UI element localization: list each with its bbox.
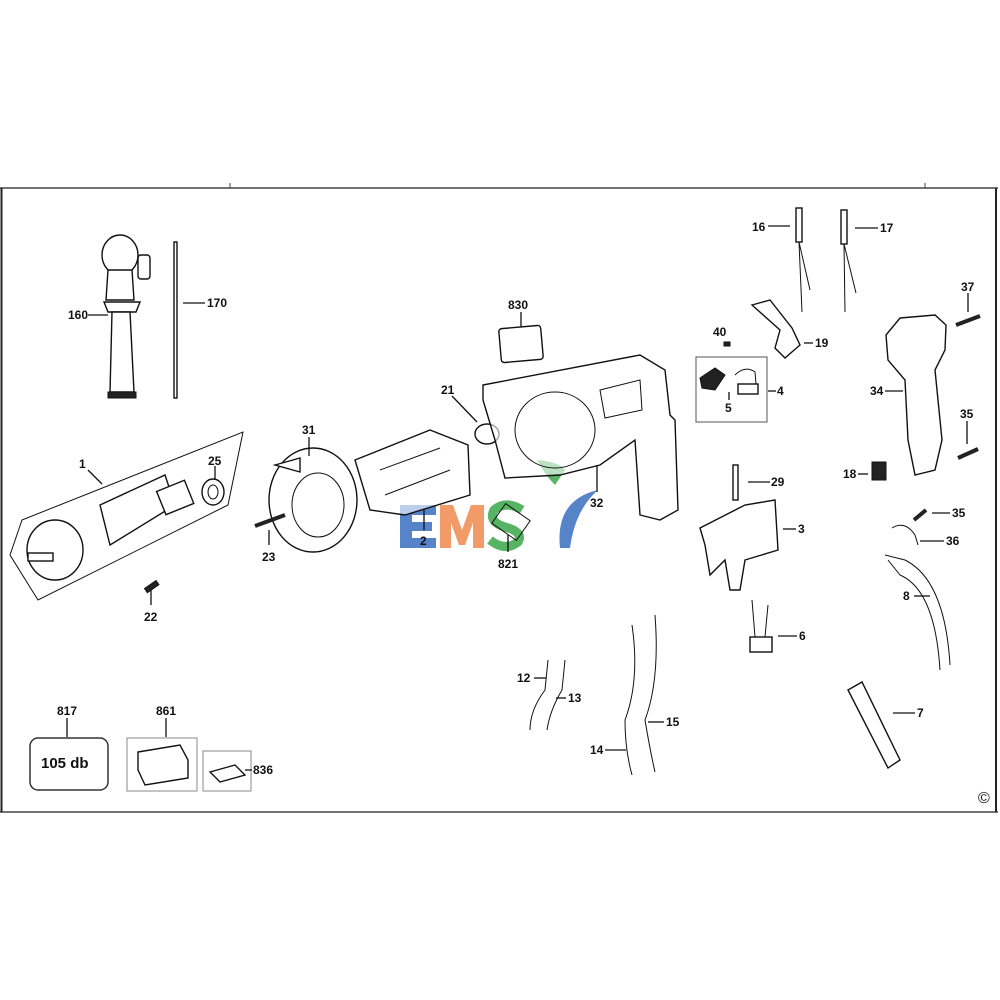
part-wires-12-15: [529, 614, 657, 776]
part-baffle: [268, 447, 358, 553]
copyright-mark: ©: [978, 790, 990, 807]
label-5: 5: [725, 401, 732, 415]
part-brush: [737, 383, 759, 395]
label-15: 15: [666, 715, 680, 729]
part-screw-22: [143, 579, 160, 594]
part-screw-40: [723, 341, 731, 347]
label-836: 836: [253, 763, 273, 777]
label-37: 37: [961, 280, 975, 294]
part-handle-half-34: [885, 314, 947, 476]
label-16: 16: [752, 220, 766, 234]
part-screw-35a: [957, 447, 979, 460]
label-23: 23: [262, 550, 276, 564]
label-13: 13: [568, 691, 582, 705]
ems-watermark-logo: [400, 460, 598, 551]
label-160: 160: [68, 308, 88, 322]
part-screw-23: [254, 513, 286, 528]
label-17: 17: [880, 221, 894, 235]
label-861: 861: [156, 704, 176, 718]
diagram-frame: [0, 183, 998, 813]
part-leads-16-17: [795, 207, 857, 313]
label-35b: 35: [952, 506, 966, 520]
label-4: 4: [777, 384, 784, 398]
part-brush-holder-19: [750, 299, 801, 359]
label-18: 18: [843, 467, 857, 481]
label-1: 1: [79, 457, 86, 471]
label-25: 25: [208, 454, 222, 468]
label-2: 2: [420, 534, 427, 548]
label-35a: 35: [960, 407, 974, 421]
part-switch-lever-29: [732, 464, 739, 501]
part-brush-spring: [699, 367, 726, 391]
part-capacitor-6: [749, 636, 773, 653]
part-cord-clamp-36: [891, 524, 919, 546]
part-cord-guard-7: [847, 681, 901, 770]
part-housing: [482, 354, 679, 521]
noise-level-text: 105 db: [41, 755, 89, 772]
label-7: 7: [917, 706, 924, 720]
kit-box-4: [695, 356, 768, 423]
part-noise-label-817: [29, 737, 109, 791]
label-3: 3: [798, 522, 805, 536]
label-8: 8: [903, 589, 910, 603]
part-label-821: [491, 502, 531, 542]
label-32: 32: [590, 496, 604, 510]
label-817: 817: [57, 704, 77, 718]
label-21: 21: [441, 383, 455, 397]
label-31: 31: [302, 423, 316, 437]
label-34: 34: [870, 384, 884, 398]
label-29: 29: [771, 475, 785, 489]
part-cord-8: [884, 554, 951, 671]
part-label-830: [498, 324, 544, 364]
label-170: 170: [207, 296, 227, 310]
label-19: 19: [815, 336, 829, 350]
part-brush-18: [871, 461, 887, 481]
part-switch-3: [699, 499, 779, 591]
part-side-handle: [101, 234, 151, 399]
part-depth-rod: [173, 241, 178, 399]
label-14: 14: [590, 743, 604, 757]
label-6: 6: [799, 629, 806, 643]
label-12: 12: [517, 671, 531, 685]
part-armature: [9, 431, 244, 601]
part-screw-35b: [912, 508, 928, 522]
label-22: 22: [144, 610, 158, 624]
label-36: 36: [946, 534, 960, 548]
part-screw-37: [955, 314, 981, 327]
part-field: [354, 429, 471, 516]
label-821: 821: [498, 557, 518, 571]
label-830: 830: [508, 298, 528, 312]
label-40: 40: [713, 325, 727, 339]
